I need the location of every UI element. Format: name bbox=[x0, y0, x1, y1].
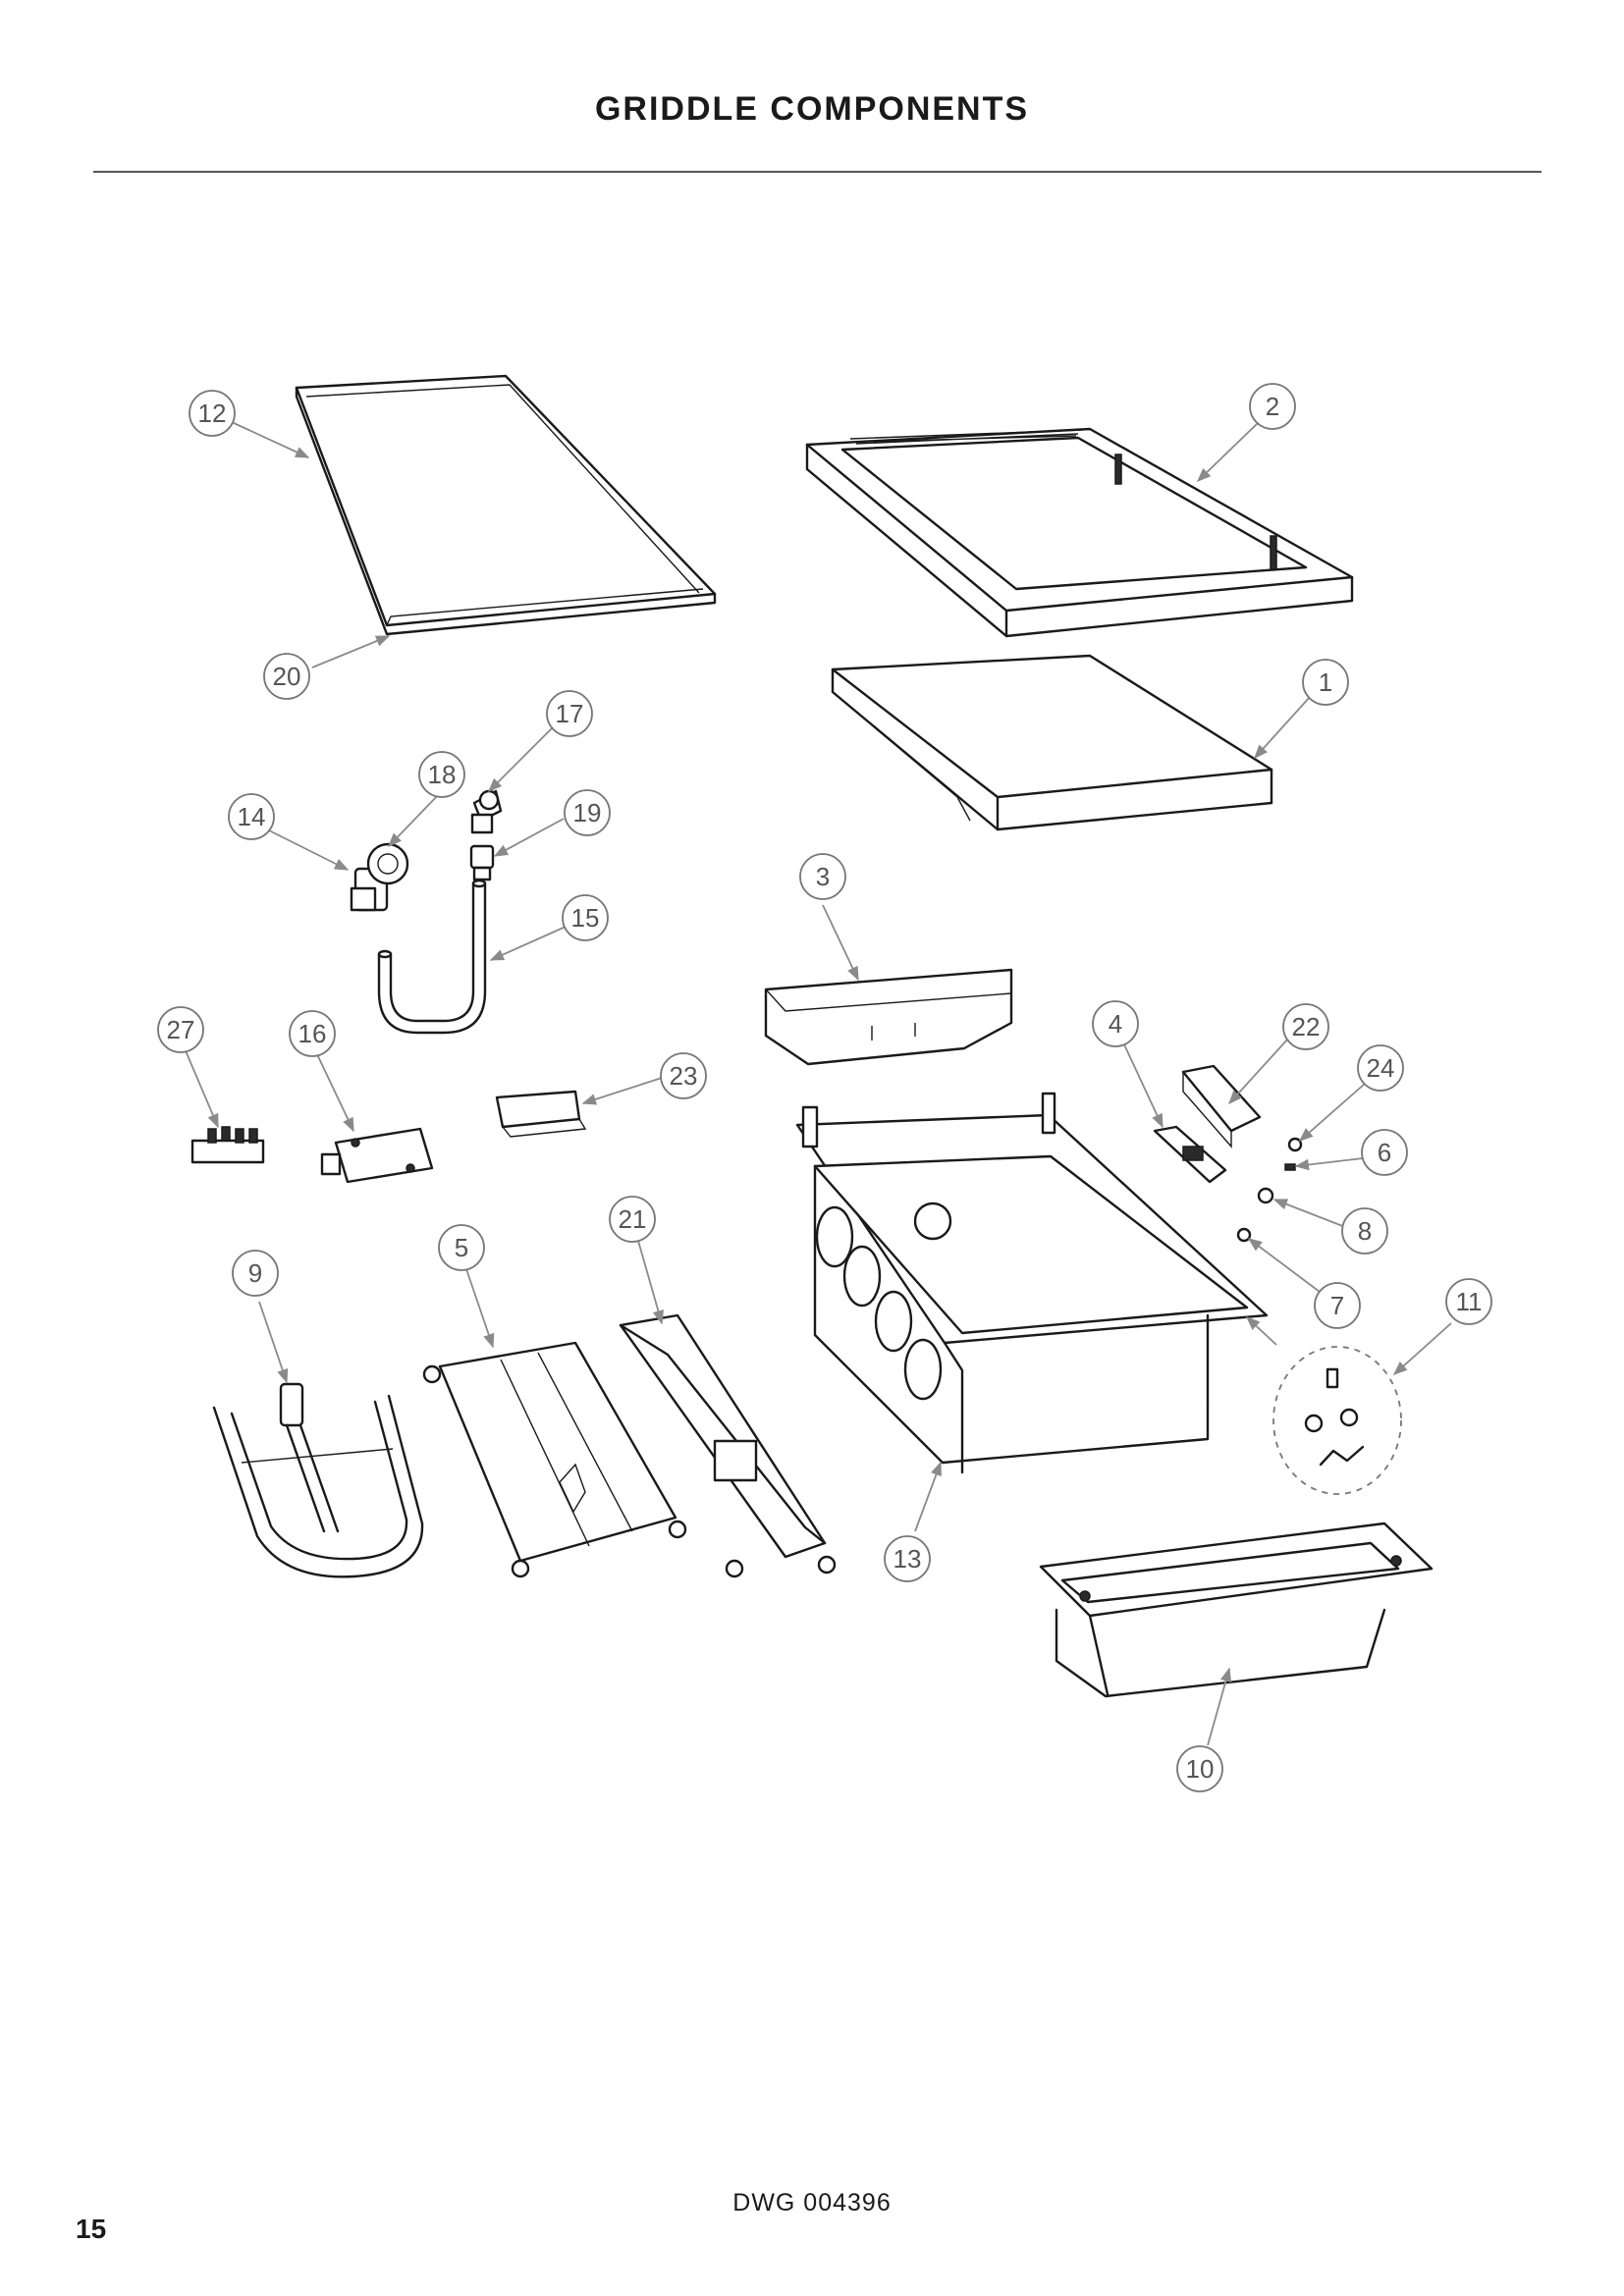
callout-3: 3 bbox=[799, 853, 846, 900]
callout-19: 19 bbox=[564, 789, 611, 836]
callout-17: 17 bbox=[546, 690, 593, 737]
spacer bbox=[1284, 1163, 1296, 1171]
callout-7: 7 bbox=[1314, 1282, 1361, 1329]
callout-18: 18 bbox=[418, 751, 465, 798]
svg-text:8: 8 bbox=[1358, 1216, 1372, 1246]
svg-text:14: 14 bbox=[238, 802, 266, 831]
svg-text:16: 16 bbox=[298, 1019, 327, 1048]
svg-text:5: 5 bbox=[455, 1233, 468, 1262]
page-number: 15 bbox=[76, 2214, 107, 2244]
svg-text:7: 7 bbox=[1330, 1291, 1344, 1320]
svg-text:24: 24 bbox=[1367, 1053, 1395, 1083]
svg-text:20: 20 bbox=[273, 662, 301, 691]
callout-14: 14 bbox=[228, 793, 275, 840]
rivet bbox=[1236, 1227, 1252, 1243]
drip-tray bbox=[831, 654, 1273, 831]
control-switch bbox=[1153, 1125, 1227, 1184]
page-title: GRIDDLE COMPONENTS bbox=[594, 90, 1030, 128]
elbow-fitting bbox=[470, 789, 503, 834]
svg-text:11: 11 bbox=[1456, 1287, 1483, 1316]
svg-text:9: 9 bbox=[248, 1258, 262, 1288]
firebox-housing bbox=[795, 1092, 1269, 1474]
callout-4: 4 bbox=[1092, 1000, 1139, 1047]
callout-12: 12 bbox=[189, 390, 236, 437]
heat-deflector bbox=[422, 1341, 687, 1578]
svg-text:4: 4 bbox=[1109, 1009, 1122, 1039]
svg-text:21: 21 bbox=[619, 1204, 647, 1234]
callout-27: 27 bbox=[157, 1006, 204, 1053]
terminal-block bbox=[190, 1126, 265, 1164]
hardware-kit bbox=[1272, 1346, 1402, 1495]
svg-text:27: 27 bbox=[167, 1015, 195, 1044]
callout-21: 21 bbox=[609, 1196, 656, 1243]
callout-13: 13 bbox=[884, 1535, 931, 1582]
callout-5: 5 bbox=[438, 1224, 485, 1271]
svg-text:23: 23 bbox=[670, 1061, 698, 1091]
compression-fitting bbox=[469, 844, 495, 881]
callout-10: 10 bbox=[1176, 1745, 1223, 1792]
title-divider bbox=[93, 171, 1542, 173]
grease-tray bbox=[1039, 1522, 1434, 1698]
callout-22: 22 bbox=[1282, 1003, 1329, 1050]
svg-text:12: 12 bbox=[198, 399, 227, 428]
screw bbox=[1287, 1137, 1303, 1152]
griddle-surround-frame bbox=[805, 427, 1354, 638]
drawing-number: DWG 004396 bbox=[732, 2189, 892, 2216]
svg-text:22: 22 bbox=[1292, 1012, 1321, 1041]
gas-valve bbox=[350, 842, 409, 912]
callout-6: 6 bbox=[1361, 1129, 1408, 1176]
svg-text:2: 2 bbox=[1266, 392, 1279, 421]
leader-lines bbox=[184, 421, 1452, 1746]
svg-text:1: 1 bbox=[1319, 667, 1332, 697]
burner-tube bbox=[212, 1382, 424, 1578]
svg-text:19: 19 bbox=[573, 798, 602, 828]
callout-23: 23 bbox=[660, 1052, 707, 1099]
svg-text:15: 15 bbox=[571, 903, 600, 933]
igniter-module bbox=[320, 1127, 434, 1184]
svg-text:17: 17 bbox=[556, 699, 584, 728]
svg-text:13: 13 bbox=[893, 1544, 922, 1574]
svg-text:3: 3 bbox=[816, 862, 830, 891]
gas-tube bbox=[377, 879, 487, 1035]
callout-20: 20 bbox=[263, 653, 310, 700]
svg-text:10: 10 bbox=[1186, 1754, 1215, 1784]
burner-support bbox=[619, 1313, 837, 1578]
heat-shield bbox=[764, 968, 1013, 1066]
callout-24: 24 bbox=[1357, 1044, 1404, 1092]
callout-8: 8 bbox=[1341, 1207, 1388, 1255]
callout-2: 2 bbox=[1249, 383, 1296, 430]
switch-bracket bbox=[1181, 1064, 1262, 1148]
svg-text:18: 18 bbox=[428, 760, 457, 789]
callout-1: 1 bbox=[1302, 659, 1349, 706]
svg-text:6: 6 bbox=[1378, 1138, 1391, 1167]
callout-9: 9 bbox=[232, 1250, 279, 1297]
callout-15: 15 bbox=[562, 894, 609, 941]
washer bbox=[1257, 1187, 1274, 1204]
callout-16: 16 bbox=[289, 1010, 336, 1057]
griddle-plate bbox=[295, 374, 717, 636]
callout-11: 11 bbox=[1445, 1278, 1492, 1325]
mounting-bracket bbox=[495, 1090, 587, 1138]
